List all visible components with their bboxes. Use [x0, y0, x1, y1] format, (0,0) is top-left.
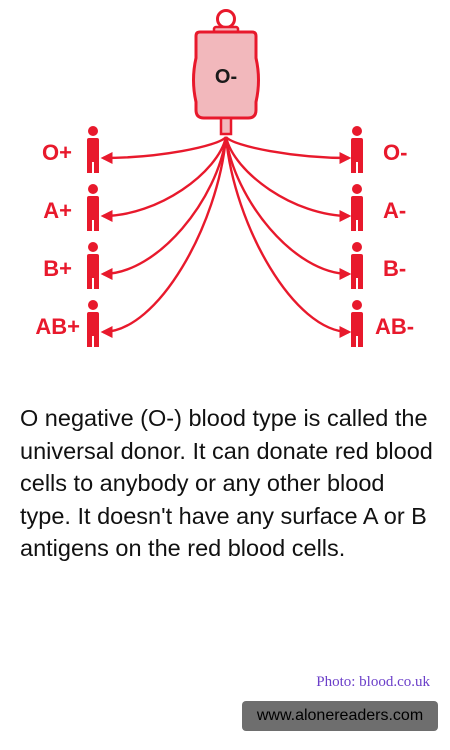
type-label-b-minus: B- — [383, 256, 406, 281]
person-icon — [351, 242, 363, 289]
recipient-ab-minus: AB- — [351, 300, 414, 347]
type-label-a-plus: A+ — [43, 198, 72, 223]
arrow-to-left-2 — [100, 136, 228, 222]
type-label-b-plus: B+ — [43, 256, 72, 281]
person-icon — [351, 300, 363, 347]
recipient-ab-plus: AB+ — [35, 300, 99, 347]
arrows-group — [100, 136, 352, 338]
person-icon — [351, 126, 363, 173]
blood-bag-icon: O- — [192, 9, 260, 136]
recipient-o-plus: O+ — [42, 126, 99, 173]
arrow-to-left-1 — [100, 136, 227, 164]
watermark-badge: www.alonereaders.com — [242, 701, 438, 731]
type-label-ab-minus: AB- — [375, 314, 414, 339]
arrow-to-left-4 — [100, 136, 228, 338]
blood-donation-diagram: O- O+ A+ B+ — [35, 9, 414, 347]
person-icon — [87, 242, 99, 289]
person-icon — [87, 300, 99, 347]
description-text: O negative (O-) blood type is called the… — [20, 405, 433, 561]
photo-credit: Photo: blood.co.uk — [316, 674, 430, 690]
type-label-o-minus: O- — [383, 140, 407, 165]
person-icon — [87, 184, 99, 231]
type-label-ab-plus: AB+ — [35, 314, 80, 339]
right-recipients: O- A- B- — [351, 126, 414, 347]
recipient-b-plus: B+ — [43, 242, 99, 289]
type-label-a-minus: A- — [383, 198, 406, 223]
arrow-to-right-2 — [224, 136, 352, 222]
arrow-to-right-1 — [225, 136, 352, 164]
left-recipients: O+ A+ B+ — [35, 126, 99, 347]
recipient-o-minus: O- — [351, 126, 407, 173]
arrow-to-left-3 — [100, 136, 228, 280]
arrow-to-right-4 — [224, 136, 352, 338]
person-icon — [351, 184, 363, 231]
person-icon — [87, 126, 99, 173]
recipient-b-minus: B- — [351, 242, 406, 289]
donor-type-label: O- — [215, 66, 237, 88]
recipient-a-minus: A- — [351, 184, 406, 231]
type-label-o-plus: O+ — [42, 140, 72, 165]
arrow-to-right-3 — [224, 136, 352, 280]
recipient-a-plus: A+ — [43, 184, 99, 231]
